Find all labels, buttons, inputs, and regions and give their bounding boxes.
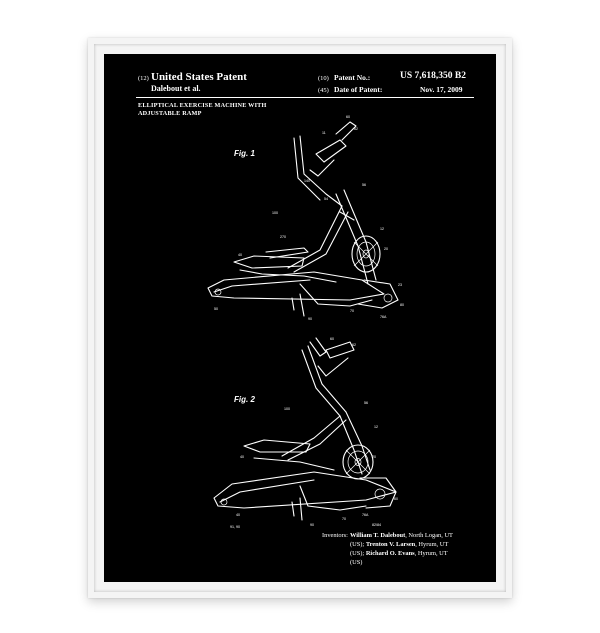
svg-text:91, 90: 91, 90	[230, 525, 240, 529]
patent-kind-code: (12)	[138, 75, 149, 82]
svg-text:20: 20	[372, 455, 376, 459]
patent-no-label: Patent No.:	[334, 73, 371, 82]
inventor-1-location: , North Logan, UT	[405, 532, 453, 539]
svg-text:70: 70	[350, 309, 354, 313]
svg-text:140: 140	[304, 179, 310, 183]
svg-text:80: 80	[400, 303, 404, 307]
date-code: (45)	[318, 87, 329, 94]
svg-text:11: 11	[322, 131, 326, 135]
inventor-3-name: Richard O. Evans	[365, 550, 415, 557]
inventors-list: William T. Dalebout, North Logan, UT (US…	[350, 531, 490, 567]
patent-no-value: US 7,618,350 B2	[400, 71, 466, 81]
svg-text:76A: 76A	[362, 513, 369, 517]
inventors-label: Inventors:	[322, 532, 348, 539]
inventor-2-country: (US);	[350, 550, 366, 557]
figure-1-drawing: 60 62 11 140 54 56 12 20 100 270 40 50 9…	[207, 115, 404, 321]
svg-text:270: 270	[280, 235, 286, 239]
svg-text:62: 62	[354, 127, 358, 131]
patent-authors: Dalebout et al.	[151, 84, 201, 93]
svg-text:100: 100	[272, 211, 278, 215]
figure-2-drawing: 62 60 100 56 12 20 40 40 91, 90 90 70 76…	[213, 337, 398, 529]
invention-title-line-1: ELLIPTICAL EXERCISE MACHINE WITH	[138, 102, 267, 109]
figure-2-label: Fig. 2	[234, 395, 255, 404]
invention-title-line-2: ADJUSTABLE RAMP	[138, 110, 202, 117]
svg-text:70: 70	[342, 517, 346, 521]
header-rule	[136, 97, 474, 98]
svg-text:56: 56	[364, 401, 368, 405]
inventor-1-name: William T. Dalebout	[350, 532, 406, 539]
svg-text:12: 12	[374, 425, 378, 429]
svg-text:90: 90	[308, 317, 312, 321]
svg-text:90: 90	[310, 523, 314, 527]
inventor-3-location: , Hyrum, UT	[414, 550, 448, 557]
inventor-3-country: (US)	[350, 559, 363, 566]
date-label: Date of Patent:	[334, 85, 383, 94]
svg-text:54: 54	[324, 197, 328, 201]
date-value: Nov. 17, 2009	[420, 85, 463, 94]
svg-text:50: 50	[214, 307, 218, 311]
patent-heading: United States Patent	[151, 71, 247, 83]
svg-text:40: 40	[236, 513, 240, 517]
svg-text:60: 60	[346, 115, 350, 119]
figure-1-label: Fig. 1	[234, 149, 255, 158]
svg-text:40: 40	[240, 455, 244, 459]
inventor-2-location: , Hyrum, UT	[415, 541, 449, 548]
svg-text:100: 100	[284, 407, 290, 411]
patent-poster: (12) United States Patent Dalebout et al…	[104, 54, 496, 582]
svg-text:56: 56	[362, 183, 366, 187]
svg-text:20: 20	[384, 247, 388, 251]
svg-text:76A: 76A	[380, 315, 387, 319]
svg-text:60: 60	[330, 337, 334, 341]
inventor-1-country: (US);	[350, 541, 366, 548]
svg-text:60: 60	[394, 497, 398, 501]
svg-text:82/84: 82/84	[372, 523, 381, 527]
patent-no-code: (10)	[318, 75, 329, 82]
svg-text:12: 12	[380, 227, 384, 231]
svg-text:23: 23	[398, 283, 402, 287]
svg-text:62: 62	[352, 343, 356, 347]
svg-text:40: 40	[238, 253, 242, 257]
inventor-2-name: Trenton V. Larsen	[365, 541, 416, 548]
